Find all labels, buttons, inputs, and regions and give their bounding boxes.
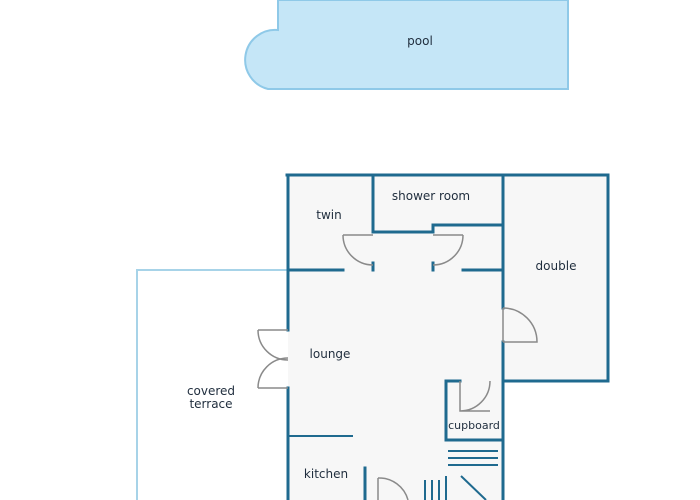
door-cupboard: [459, 380, 491, 412]
pool: pool: [244, 0, 569, 90]
room-label-covered-terrace-1: covered: [187, 384, 235, 398]
room-label-shower-room: shower room: [392, 189, 470, 203]
door-lounge-lower: [257, 357, 289, 389]
door-lounge-upper: [257, 329, 289, 361]
room-label-covered-terrace-2: terrace: [189, 397, 232, 411]
doors: [257, 234, 538, 500]
room-label-double: double: [536, 259, 577, 273]
door-twin: [342, 234, 374, 266]
room-labels: twin shower room double lounge covered t…: [187, 189, 577, 481]
room-label-cupboard: cupboard: [448, 419, 500, 432]
room-label-lounge: lounge: [310, 347, 351, 361]
pool-label: pool: [407, 34, 433, 48]
room-label-kitchen: kitchen: [304, 467, 348, 481]
door-kitchen: [377, 477, 409, 500]
covered-terrace-outline: [136, 269, 288, 500]
door-double: [502, 307, 538, 343]
floor-fill: [288, 175, 608, 500]
stairs: [424, 450, 498, 500]
pool-shape: [244, 0, 569, 90]
door-shower: [432, 234, 464, 266]
walls: [285, 173, 610, 500]
room-label-twin: twin: [316, 208, 341, 222]
